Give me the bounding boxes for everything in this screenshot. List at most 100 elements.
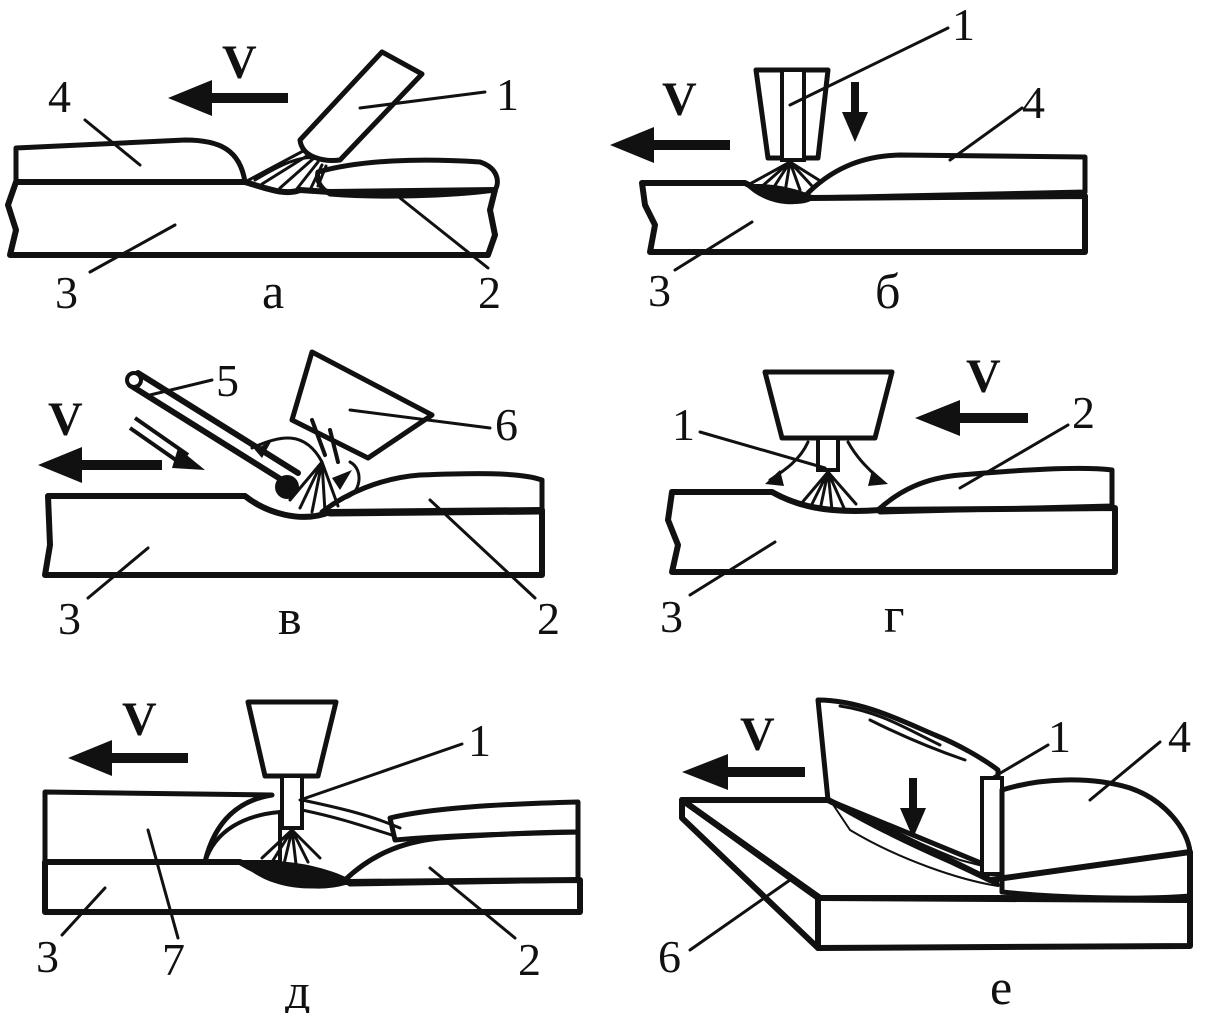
caption-d: д [285,963,310,1013]
leader-1 [698,430,827,470]
electrode-wire [780,68,806,162]
caption-b: б [875,263,900,319]
arc [260,828,322,866]
leader-2 [428,498,537,600]
weld-pool [745,184,815,205]
label-4: 4 [48,71,71,122]
caption-v: в [278,589,302,645]
speed-arrow [68,740,188,776]
speed-arrow [610,127,730,163]
label-1: 1 [496,69,519,120]
gas-arrow-left [765,470,784,486]
arc [243,148,328,192]
label-5: 5 [216,355,239,406]
label-4: 4 [1022,77,1045,128]
speed-label: V [966,350,1001,403]
leader-3 [88,223,177,274]
leader-6 [348,408,492,430]
filler-rod [127,370,301,488]
torch-nozzle [245,699,339,779]
molten-drop [275,475,299,499]
speed-label: V [222,36,257,89]
leader-5 [148,378,214,397]
leader-4 [83,118,142,167]
feed-arrow [842,82,868,142]
leader-1 [990,743,1050,780]
label-7: 7 [162,934,185,985]
weld-pool [240,860,352,889]
leader-6 [688,878,792,952]
label-1: 1 [468,715,491,766]
label-4: 4 [1168,711,1191,762]
label-1: 1 [672,399,695,450]
flame-arrow-head-2 [255,440,272,458]
flame [250,436,361,514]
speed-label: V [122,693,157,746]
base-metal [5,179,498,258]
plate-side [679,797,1193,951]
leader-4 [1088,740,1162,802]
speed-arrow [38,447,162,483]
panel-e: V 1 4 6 е [658,697,1193,1013]
speed-arrow [915,400,1028,436]
panel-v: V 5 6 2 3 в [38,349,560,645]
speed-label: V [740,708,775,761]
flame-arrow-head [332,470,352,490]
speed-arrow [168,80,288,116]
label-3: 3 [36,931,59,982]
caption-e: е [990,959,1012,1013]
leader-3 [673,220,754,272]
weld-bead [315,157,500,199]
label-6: 6 [495,399,518,450]
plate-front-edge [679,797,821,951]
weld-bead [875,465,1115,515]
feed-arrow [900,778,926,838]
panel-g: V 1 2 3 г [660,350,1118,643]
panel-b: V 1 4 3 б [610,0,1088,319]
label-2: 2 [478,267,501,318]
leader-3 [86,546,150,600]
shoe-plate [815,697,1001,873]
label-3: 3 [648,265,671,316]
leader-3 [688,540,777,597]
weld-pool-groove [826,798,1000,887]
electrode [816,436,840,472]
label-2: 2 [537,593,560,644]
base-metal [42,493,545,578]
feed-arrow [128,416,205,470]
electrode-feed-lines [300,798,402,838]
leader-3 [60,886,107,937]
slag-layer [203,810,282,864]
label-2: 2 [518,934,541,985]
filler-rod-end [125,371,143,389]
leader-2 [398,196,490,270]
leader-7 [146,828,180,940]
speed-arrow [682,754,805,790]
torch [289,349,435,461]
label-3: 3 [660,591,683,642]
label-3: 3 [55,267,78,318]
speed-label: V [662,73,697,126]
label-2: 2 [1072,387,1095,438]
caption-g: г [884,587,905,643]
leader-2 [428,866,517,940]
torch-nozzle [310,418,340,464]
shoe-shading [838,704,967,762]
caption-a: а [262,263,284,319]
label-1: 1 [952,0,975,50]
torch-nozzle [762,369,895,441]
electrode [980,776,1004,876]
electrode [297,49,425,163]
label-6: 6 [658,931,681,982]
leader-1 [788,26,950,107]
leader-1 [298,742,464,802]
slag-weld-layer [802,152,1088,201]
gas-arrow-right [868,470,888,486]
arc [798,470,858,512]
seam-fill [829,799,999,887]
label-3: 3 [58,593,81,644]
flux-layer [42,789,275,865]
leader-2 [958,423,1070,490]
panel-d: V 1 2 3 7 д [36,693,583,1013]
